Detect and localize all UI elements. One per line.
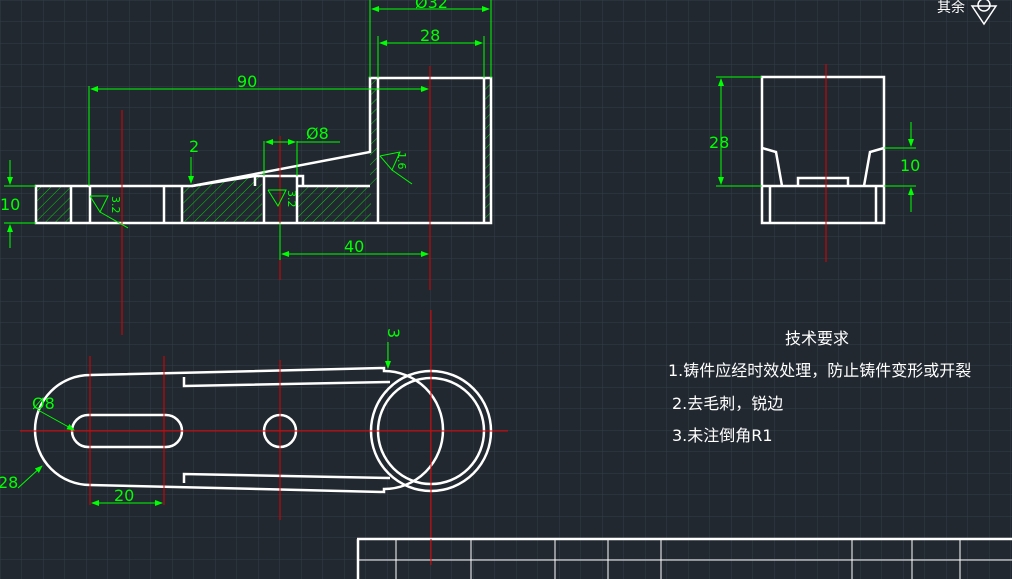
- svg-text:1.6: 1.6: [395, 152, 408, 170]
- svg-text:3.2: 3.2: [109, 196, 122, 214]
- dim-3-text: 3: [384, 328, 403, 338]
- dim-2-text: 2: [189, 137, 199, 156]
- dim-r28-leader: [17, 465, 43, 489]
- corner-roughness-circle: [977, 0, 991, 12]
- dim-10-text: 10: [0, 195, 20, 214]
- side-outline: [760, 75, 886, 225]
- corner-roughness-note: 其余: [937, 0, 998, 26]
- dim-20-text: 20: [114, 486, 134, 505]
- title-block: [356, 537, 1012, 579]
- front-hatch-boss: [297, 186, 371, 222]
- tech-req-item-3: 3.未注倒角R1: [672, 426, 773, 445]
- tech-req-title: 技术要求: [785, 329, 849, 348]
- dim-90-text: 90: [237, 72, 257, 91]
- front-hatch-left: [37, 186, 71, 222]
- front-hole-boss: [253, 174, 305, 186]
- front-hatch-middle: [182, 174, 262, 222]
- plan-outline: [33, 366, 445, 494]
- tech-req-item-1: 1.铸件应经时效处理，防止铸件变形或开裂: [668, 361, 971, 380]
- dim-side10-text: 10: [900, 156, 920, 175]
- side-rib-left: [761, 146, 784, 187]
- side-rib-right: [862, 146, 885, 187]
- dim-plan8-leader: [37, 409, 75, 431]
- dim-8-text: Ø8: [306, 124, 329, 143]
- front-hatch-inner: [370, 78, 377, 186]
- side-boss: [796, 176, 850, 186]
- corner-note-text: 其余: [937, 0, 965, 16]
- plan-rib-lower: [182, 472, 391, 483]
- side-view[interactable]: 28 10: [709, 64, 920, 262]
- dim-r28-text: 28: [0, 473, 18, 492]
- dim-28-text: 28: [420, 26, 440, 45]
- plan-rib-upper: [182, 377, 391, 388]
- dim-32-text: Ø32: [415, 0, 448, 12]
- tech-req-item-2: 2.去毛刺，锐边: [672, 394, 783, 413]
- technical-requirements: 技术要求 1.铸件应经时效处理，防止铸件变形或开裂 2.去毛刺，锐边 3.未注倒…: [668, 329, 971, 445]
- roughness-symbol-right: 1.6: [379, 151, 413, 185]
- roughness-symbol-middle: 3.2: [267, 189, 298, 208]
- dim-side28-text: 28: [709, 133, 729, 152]
- plan-view[interactable]: 3 Ø8 28 20: [0, 310, 508, 565]
- front-ramp-line: [191, 174, 256, 188]
- svg-text:3.2: 3.2: [285, 190, 298, 208]
- corner-roughness-icon: [970, 5, 998, 26]
- dim-40-text: 40: [344, 237, 364, 256]
- roughness-symbol-left: 3.2: [89, 195, 129, 229]
- dim-plan8-text: Ø8: [32, 394, 55, 413]
- front-hatch-wall: [484, 78, 491, 222]
- front-view[interactable]: Ø32 28 90 2 Ø8 10 40 3.2 3.2: [0, 0, 493, 335]
